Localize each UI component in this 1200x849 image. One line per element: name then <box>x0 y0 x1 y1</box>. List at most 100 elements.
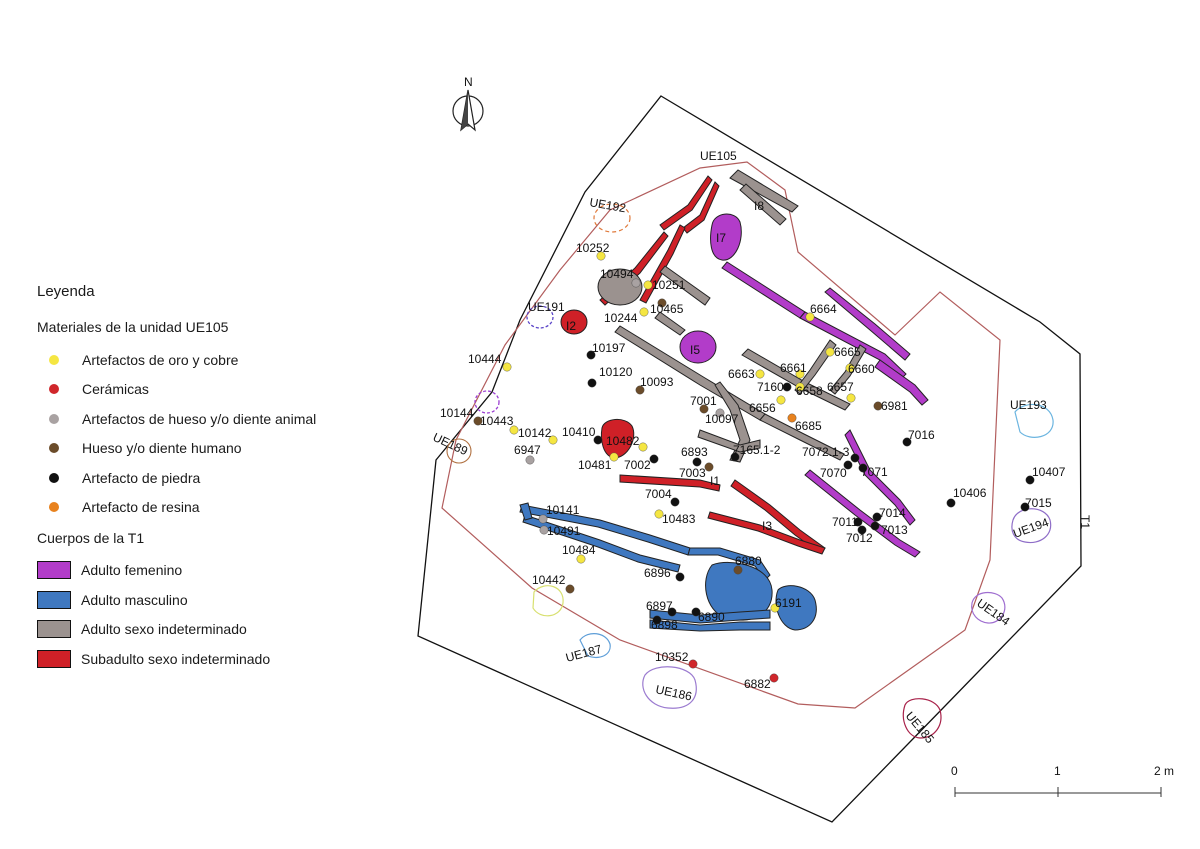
find-marker-stone <box>730 452 740 462</box>
female-swatch <box>37 561 71 579</box>
find-label: 7072.1-3 <box>802 445 850 459</box>
feature-label: UE185 <box>903 709 938 746</box>
feature-label: UE193 <box>1010 398 1047 412</box>
legend-item-animal-bone: Artefactos de hueso y/o diente animal <box>37 407 316 431</box>
find-marker-gold <box>770 603 780 613</box>
find-label: 10442 <box>532 573 566 587</box>
find-label: 6191 <box>775 596 802 610</box>
find-marker-bone_animal <box>539 525 549 535</box>
find-marker-gold <box>609 452 619 462</box>
legend-item-resin: Artefacto de resina <box>37 495 200 519</box>
legend-item-stone: Artefacto de piedra <box>37 466 200 490</box>
find-label: 6657 <box>827 380 854 394</box>
find-label: 6897 <box>646 599 673 613</box>
scale-label: 1 <box>1054 764 1061 778</box>
legend-item-gold: Artefactos de oro y cobre <box>37 348 238 372</box>
gold-dot-icon <box>49 355 59 365</box>
find-label: 7013 <box>881 523 908 537</box>
find-marker-gold <box>643 280 653 290</box>
find-marker-stone <box>692 457 702 467</box>
find-label: 6685 <box>795 419 822 433</box>
find-marker-gold <box>755 369 765 379</box>
find-label: 10144 <box>440 406 474 420</box>
human-bone-dot-icon <box>49 443 59 453</box>
find-label: 7002 <box>624 458 651 472</box>
find-label: 10482 <box>606 434 640 448</box>
find-label: 7012 <box>846 531 873 545</box>
find-marker-ceramic <box>769 673 779 683</box>
animal-bone-dot-icon <box>49 414 59 424</box>
find-marker-stone <box>843 460 853 470</box>
unit-boundary <box>441 161 1001 709</box>
find-label: 10491 <box>547 524 581 538</box>
find-marker-gold <box>596 251 606 261</box>
find-marker-stone <box>691 607 701 617</box>
feature-label: UE191 <box>528 300 565 314</box>
feature-label: UE186 <box>654 682 693 703</box>
find-label: 10141 <box>546 503 580 517</box>
find-marker-gold <box>846 393 856 403</box>
legend-label: Adulto sexo indeterminado <box>81 621 247 637</box>
find-label: 6658 <box>796 384 823 398</box>
indeterminate-swatch <box>37 620 71 638</box>
legend-label: Artefacto de piedra <box>82 470 201 486</box>
find-label: 10251 <box>652 278 686 292</box>
skeleton-i3 <box>600 419 826 555</box>
find-label: 10465 <box>650 302 684 316</box>
find-marker-stone <box>675 572 685 582</box>
find-label: 10481 <box>578 458 612 472</box>
find-marker-gold <box>502 362 512 372</box>
skeleton-i7 <box>710 213 742 261</box>
individual-label: I5 <box>690 343 700 357</box>
find-label: 10197 <box>592 341 626 355</box>
legend: Leyenda Materiales de la unidad UE105 Ar… <box>0 0 400 849</box>
find-marker-resin <box>787 413 797 423</box>
find-marker-bone_human <box>873 401 883 411</box>
find-marker-bone_human <box>565 584 575 594</box>
find-label: 7003 <box>679 466 706 480</box>
find-marker-gold <box>776 395 786 405</box>
find-marker-stone <box>586 350 596 360</box>
legend-label: Adulto masculino <box>81 592 188 608</box>
skeleton-i8 <box>729 169 799 226</box>
find-marker-stone <box>857 525 867 535</box>
find-label: 7071 <box>861 465 888 479</box>
find-marker-stone <box>850 453 860 463</box>
find-marker-bone_animal <box>715 408 725 418</box>
find-label: 10352 <box>655 650 689 664</box>
find-marker-stone <box>902 437 912 447</box>
find-label: 6663 <box>728 367 755 381</box>
find-marker-stone <box>1025 475 1035 485</box>
find-label: 6660 <box>848 362 875 376</box>
legend-label: Artefacto de resina <box>82 499 200 515</box>
subadult-swatch <box>37 650 71 668</box>
find-marker-gold <box>576 554 586 564</box>
find-marker-gold <box>845 363 855 373</box>
scale-label: 0 <box>951 764 958 778</box>
individual-labels: I1 I2 I3 I5 I7 I8 <box>566 199 772 533</box>
find-label: 6661 <box>780 361 807 375</box>
ceramic-dot-icon <box>49 384 59 394</box>
feature-label: UE192 <box>588 195 627 215</box>
find-label: 6898 <box>651 618 678 632</box>
find-label: 6665 <box>834 345 861 359</box>
materials-section-title: Materiales de la unidad UE105 <box>37 319 229 335</box>
find-label: 7160 <box>757 380 784 394</box>
find-label: 10093 <box>640 375 674 389</box>
find-label: 10120 <box>599 365 633 379</box>
find-marker-gold <box>805 312 815 322</box>
legend-label: Artefactos de hueso y/o diente animal <box>82 411 317 427</box>
legend-item-male: Adulto masculino <box>37 588 188 612</box>
find-label: 6882 <box>744 677 771 691</box>
legend-item-female: Adulto femenino <box>37 558 182 582</box>
individual-label: I7 <box>716 231 726 245</box>
legend-label: Adulto femenino <box>81 562 183 578</box>
finds-layer: 1025210494102511046510244101971012010093… <box>440 241 1066 691</box>
find-marker-bone_animal <box>525 455 535 465</box>
find-label: 10484 <box>562 543 596 557</box>
find-marker-stone <box>670 497 680 507</box>
resin-dot-icon <box>49 502 59 512</box>
find-label: 7165.1-2 <box>733 443 781 457</box>
find-label: 6981 <box>881 399 908 413</box>
legend-label: Cerámicas <box>82 381 149 397</box>
